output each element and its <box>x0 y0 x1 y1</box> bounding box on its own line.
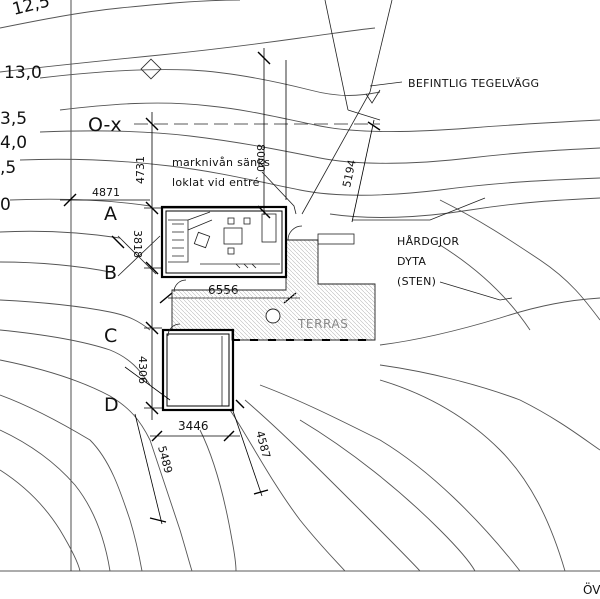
note-hard-surface-line2: DYTA <box>397 255 426 268</box>
grid-axis-label: D <box>104 394 119 416</box>
terrace-label: TERRAS <box>297 317 349 331</box>
dimension-label-5489: 5489 <box>155 444 175 474</box>
dimension-label-4587: 4587 <box>253 429 273 459</box>
leader-line <box>439 281 513 301</box>
contour-label: 3,5 <box>0 109 27 129</box>
terrace: TERRAS <box>171 233 376 341</box>
note-ground-lowered-line1: marknivån sänks <box>172 156 270 169</box>
existing-brick-wall-label: BEFINTLIG TEGELVÄGG <box>408 77 539 90</box>
leader-line <box>261 171 297 215</box>
grid-axis-label: B <box>104 262 117 284</box>
existing-brick-wall: BEFINTLIG TEGELVÄGG <box>301 0 539 215</box>
main-building <box>117 205 303 293</box>
dimension-label-3818: 3818 <box>131 230 144 258</box>
contour-label: 13,0 <box>4 63 42 83</box>
contour-lines <box>0 0 600 572</box>
note-ground-lowered-line2: loklat vid entré <box>172 176 260 189</box>
grid-axis-label: O-x <box>88 114 122 136</box>
dimension-label-5194: 5194 <box>340 159 359 189</box>
contour-label: ,5 <box>0 158 16 178</box>
grid-axis-label: C <box>104 325 117 347</box>
contour-label: 4,0 <box>0 133 27 153</box>
corner-text: ÖV <box>583 581 600 597</box>
note-hard-surface-line3: (STEN) <box>397 275 436 288</box>
dimension-label-4871: 4871 <box>92 186 120 199</box>
leader-line <box>352 197 486 221</box>
dimension-label-4306: 4306 <box>136 356 149 384</box>
dimension-label-4731: 4731 <box>134 156 147 184</box>
lower-building <box>161 323 235 412</box>
contour-labels: 12,5 13,0 3,5 4,0 ,5 0 <box>0 0 52 215</box>
contour-label: 12,5 <box>10 0 52 20</box>
note-hard-surface-line1: HÅRDGJOR <box>397 235 459 248</box>
dimension-lines <box>60 48 381 525</box>
grid-axis-label: A <box>104 203 117 225</box>
site-object-diamond <box>140 58 162 80</box>
dimension-label-3446: 3446 <box>178 419 209 433</box>
dimension-label-8000: 8000 <box>254 144 267 172</box>
grid-axis-o-x: O-x <box>88 114 380 136</box>
contour-label: 0 <box>0 195 11 215</box>
